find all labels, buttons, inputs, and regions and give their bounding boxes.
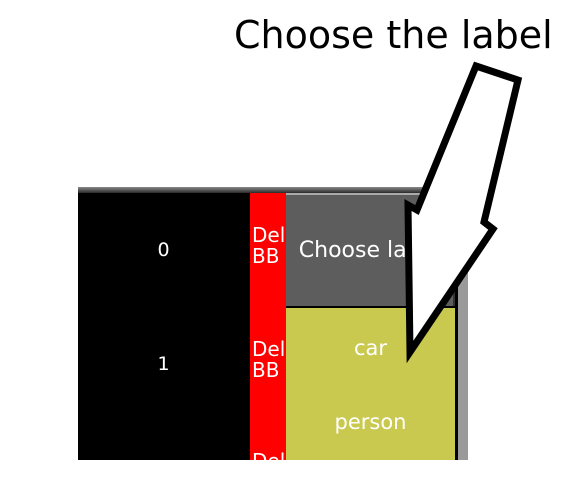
label-dropdown: car person [286,308,455,460]
row-index-1: 1 [157,353,170,375]
panel-top-bar [78,187,458,193]
annotation-title: Choose the label [234,13,553,57]
delete-bb-button-2[interactable]: Del [252,451,285,461]
row-index-0: 0 [157,239,170,261]
delete-column: Del BB Del BB Del [250,193,286,460]
scrollbar[interactable] [458,187,468,460]
delete-bb-button-0[interactable]: Del BB [252,223,286,268]
delete-bb-button-1[interactable]: Del BB [252,337,286,382]
label-option-person[interactable]: person [334,410,407,434]
label-option-car[interactable]: car [353,336,388,360]
